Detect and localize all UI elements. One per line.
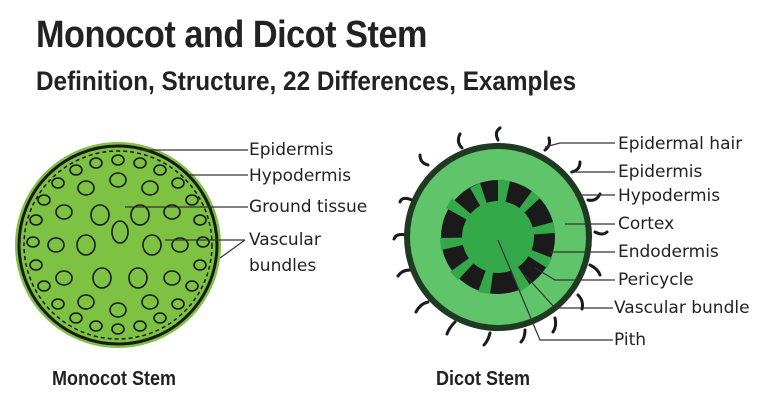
dicot-label-epidermal-hair: Epidermal hair xyxy=(618,134,743,154)
dicot-stem-diagram xyxy=(392,126,615,347)
monocot-label-bundles: bundles xyxy=(249,256,317,276)
monocot-stem-diagram xyxy=(15,142,248,348)
monocot-label-hypodermis: Hypodermis xyxy=(249,166,352,186)
dicot-label-endodermis: Endodermis xyxy=(618,242,719,262)
dicot-label-pith: Pith xyxy=(614,330,647,350)
monocot-label-epidermis: Epidermis xyxy=(249,140,334,160)
dicot-label-cortex: Cortex xyxy=(618,214,675,234)
dicot-caption: Dicot Stem xyxy=(436,368,531,390)
dicot-label-hypodermis: Hypodermis xyxy=(618,186,721,206)
page-title: Monocot and Dicot Stem xyxy=(36,14,428,56)
dicot-label-vascular-bundle: Vascular bundle xyxy=(614,298,750,318)
monocot-caption: Monocot Stem xyxy=(52,368,177,390)
monocot-label-vascular: Vascular xyxy=(249,230,321,250)
monocot-label-ground-tissue: Ground tissue xyxy=(249,197,368,217)
page-subtitle: Definition, Structure, 22 Differences, E… xyxy=(36,66,577,96)
dicot-label-pericycle: Pericycle xyxy=(618,270,694,290)
dicot-label-epidermis: Epidermis xyxy=(618,162,703,182)
